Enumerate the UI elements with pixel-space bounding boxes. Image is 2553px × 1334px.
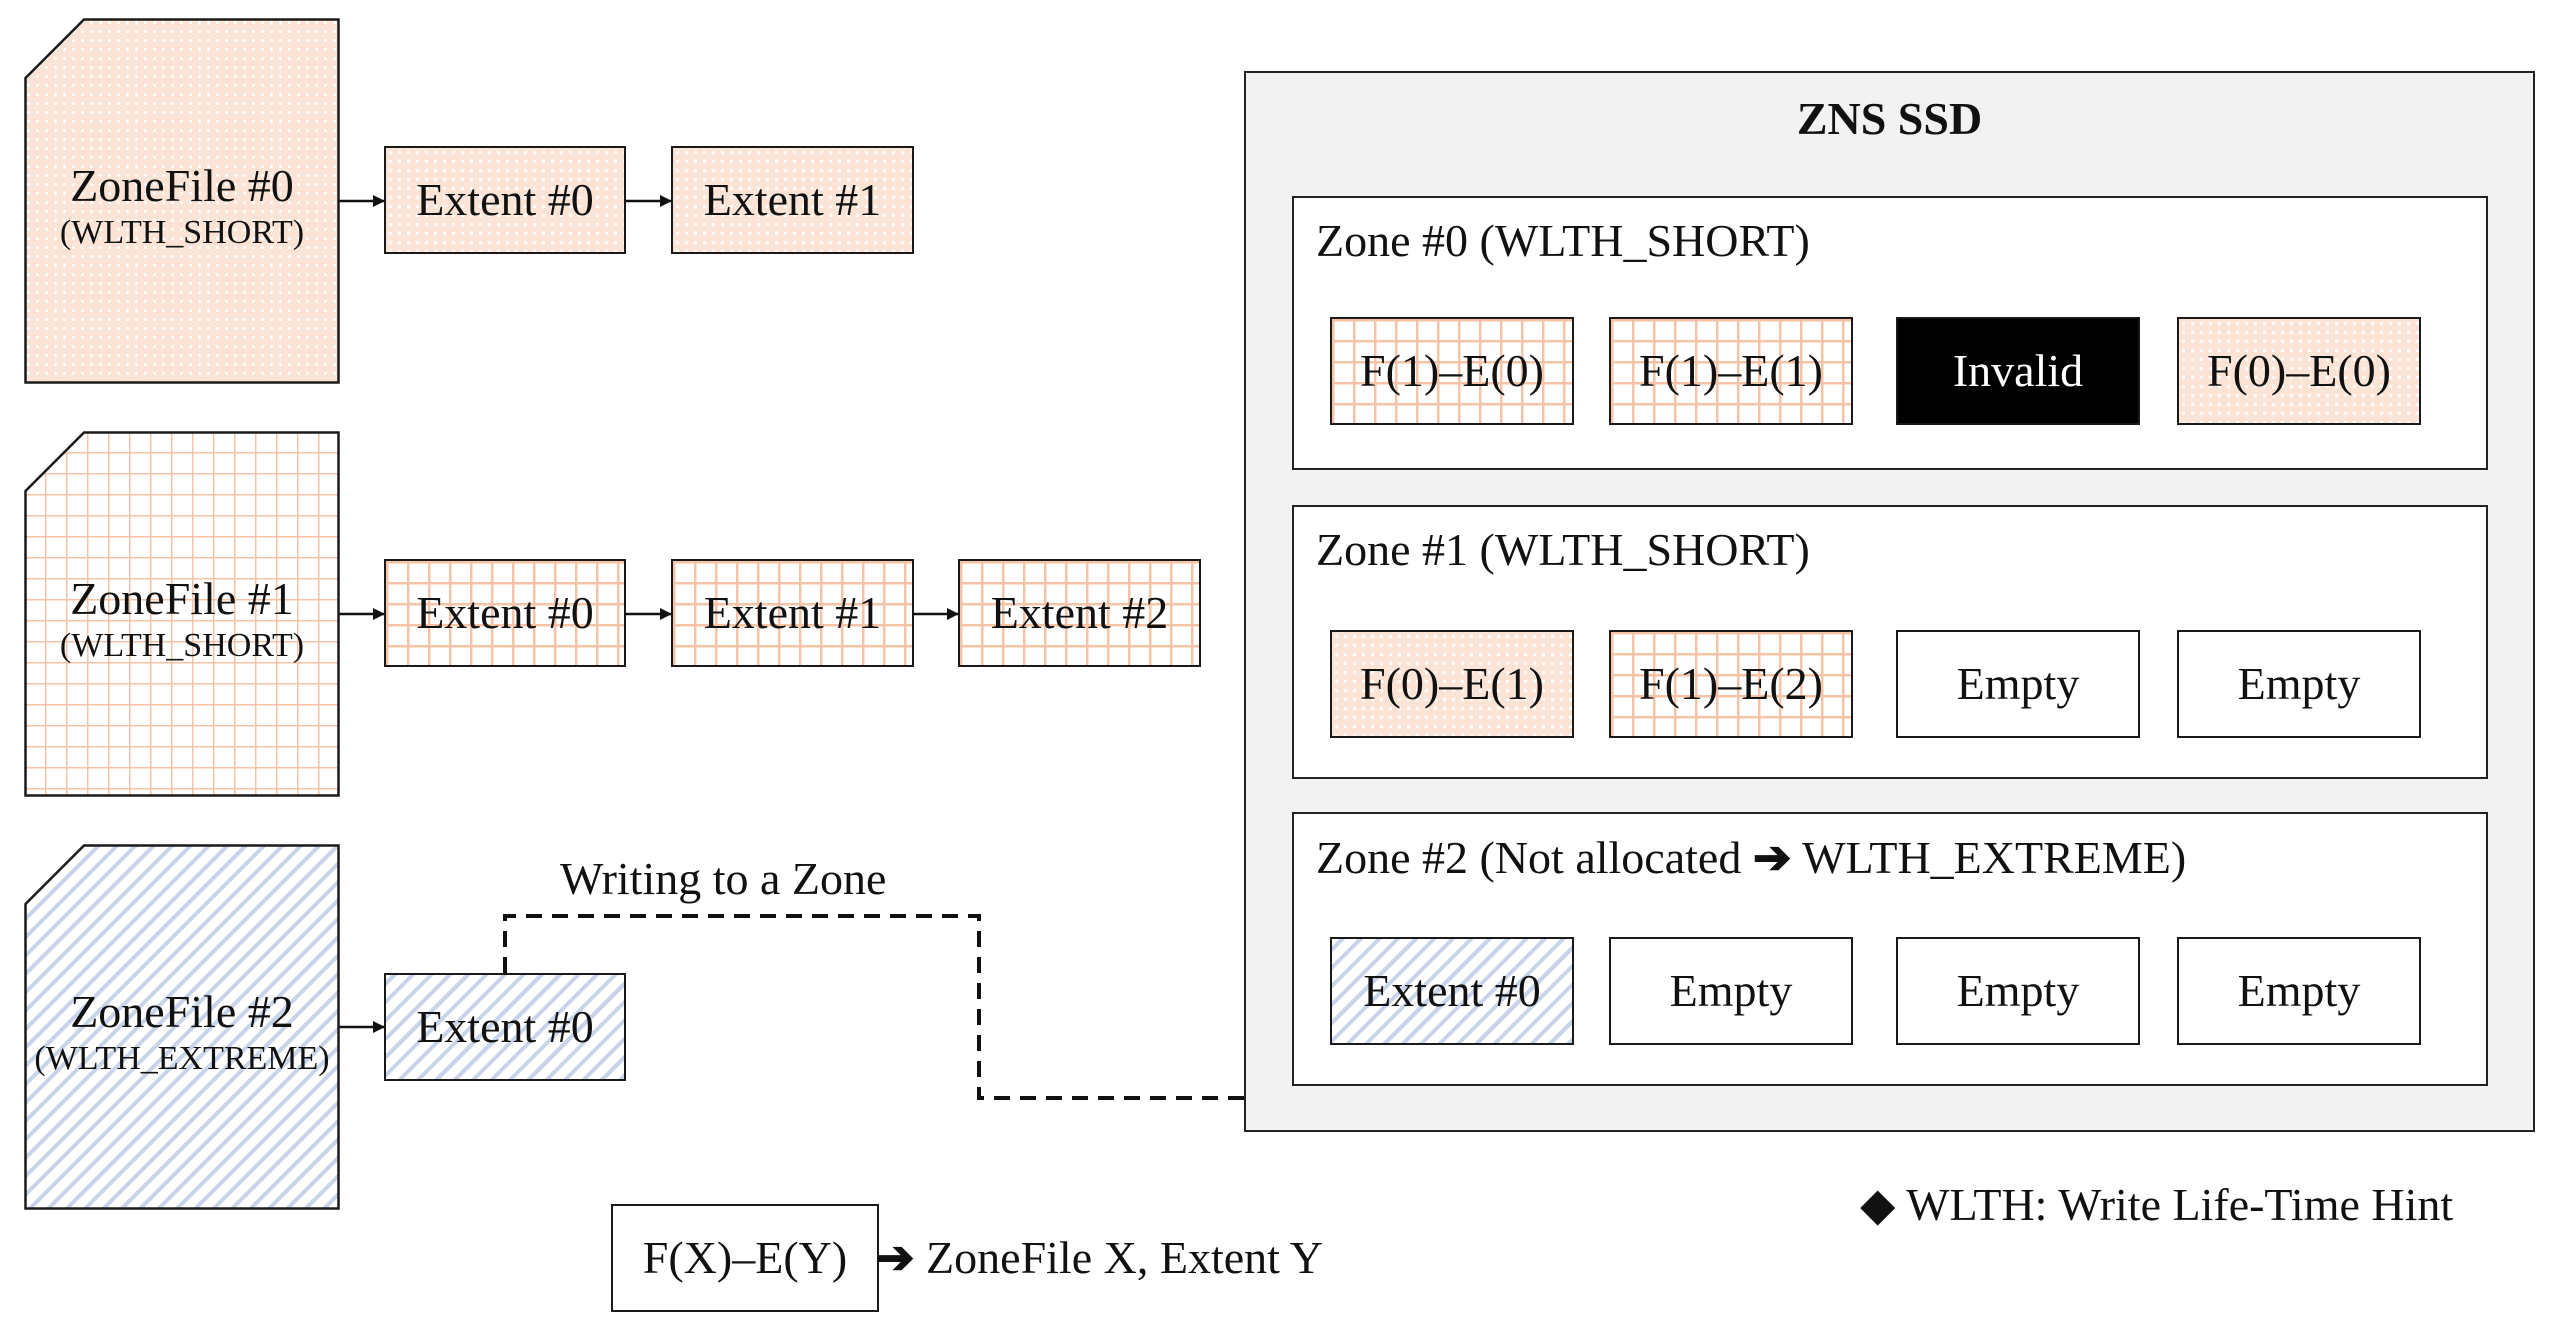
zone-1-slot-1: F(1)–E(2) [1609,630,1853,738]
zone-2-slot-0: Extent #0 [1330,937,1574,1045]
zns-ssd-title: ZNS SSD [1796,93,1983,144]
wlth-note: ◆ WLTH: Write Life-Time Hint [1860,1177,2453,1231]
zone-0-slot-3: F(0)–E(0) [2177,317,2421,425]
zone-1-slot-2-empty: Empty [1896,630,2140,738]
zone-1-label: Zone #1 (WLTH_SHORT) [1316,524,1810,575]
zone-0-slot-1: F(1)–E(1) [1609,317,1853,425]
zone-2-label: Zone #2 (Not allocated ➔ WLTH_EXTREME) [1316,830,2186,884]
zonefile-1-hint: (WLTH_SHORT) [59,626,305,664]
legend-meaning: ZoneFile X, Extent Y [926,1232,1323,1283]
legend-arrow-icon: ➔ [876,1232,915,1283]
zone-2-slot-1-empty: Empty [1609,937,1853,1045]
zonefile-1-label: ZoneFile #1 (WLTH_SHORT) [24,573,340,667]
zonefile-0-extent-1: Extent #1 [671,146,914,254]
zonefile-0-title: ZoneFile #0 [70,160,294,211]
zone-2-label-arrow-icon: ➔ [1752,832,1792,883]
zonefile-1-extent-1: Extent #1 [671,559,914,667]
zone-1-slot-3-empty: Empty [2177,630,2421,738]
zonefile-0-shape [24,18,340,384]
zone-0-slot-2-invalid: Invalid [1896,317,2140,425]
zonefile-1-shape [24,431,340,797]
zonefile-1-extent-2: Extent #2 [958,559,1201,667]
zonefile-0-hint: (WLTH_SHORT) [59,213,305,251]
write-path-label: Writing to a Zone [560,853,887,904]
zone-1-slot-0: F(0)–E(1) [1330,630,1574,738]
zonefile-2-extent-0: Extent #0 [384,973,626,1081]
zonefile-2-title: ZoneFile #2 [70,986,294,1037]
legend-key-box: F(X)–E(Y) [611,1204,879,1312]
zone-2-slot-2-empty: Empty [1896,937,2140,1045]
zone-2-label-suffix: WLTH_EXTREME) [1802,832,2187,883]
zone-2-label-prefix: Zone #2 (Not allocated [1316,832,1742,883]
zone-0-label: Zone #0 (WLTH_SHORT) [1316,215,1810,266]
wlth-note-text: WLTH: Write Life-Time Hint [1906,1179,2454,1230]
zonefile-1-title: ZoneFile #1 [70,573,294,624]
zonefile-2-shape [24,844,340,1210]
zonefile-2-label: ZoneFile #2 (WLTH_EXTREME) [14,986,350,1080]
zone-2-slot-3-empty: Empty [2177,937,2421,1045]
zone-0-slot-0: F(1)–E(0) [1330,317,1574,425]
zonefile-0-extent-0: Extent #0 [384,146,626,254]
legend-explanation: ➔ ZoneFile X, Extent Y [876,1230,1323,1284]
diamond-bullet-icon: ◆ [1860,1179,1896,1230]
zonefile-0-label: ZoneFile #0 (WLTH_SHORT) [24,160,340,254]
zonefile-2-hint: (WLTH_EXTREME) [34,1039,330,1077]
zonefile-1-extent-0: Extent #0 [384,559,626,667]
